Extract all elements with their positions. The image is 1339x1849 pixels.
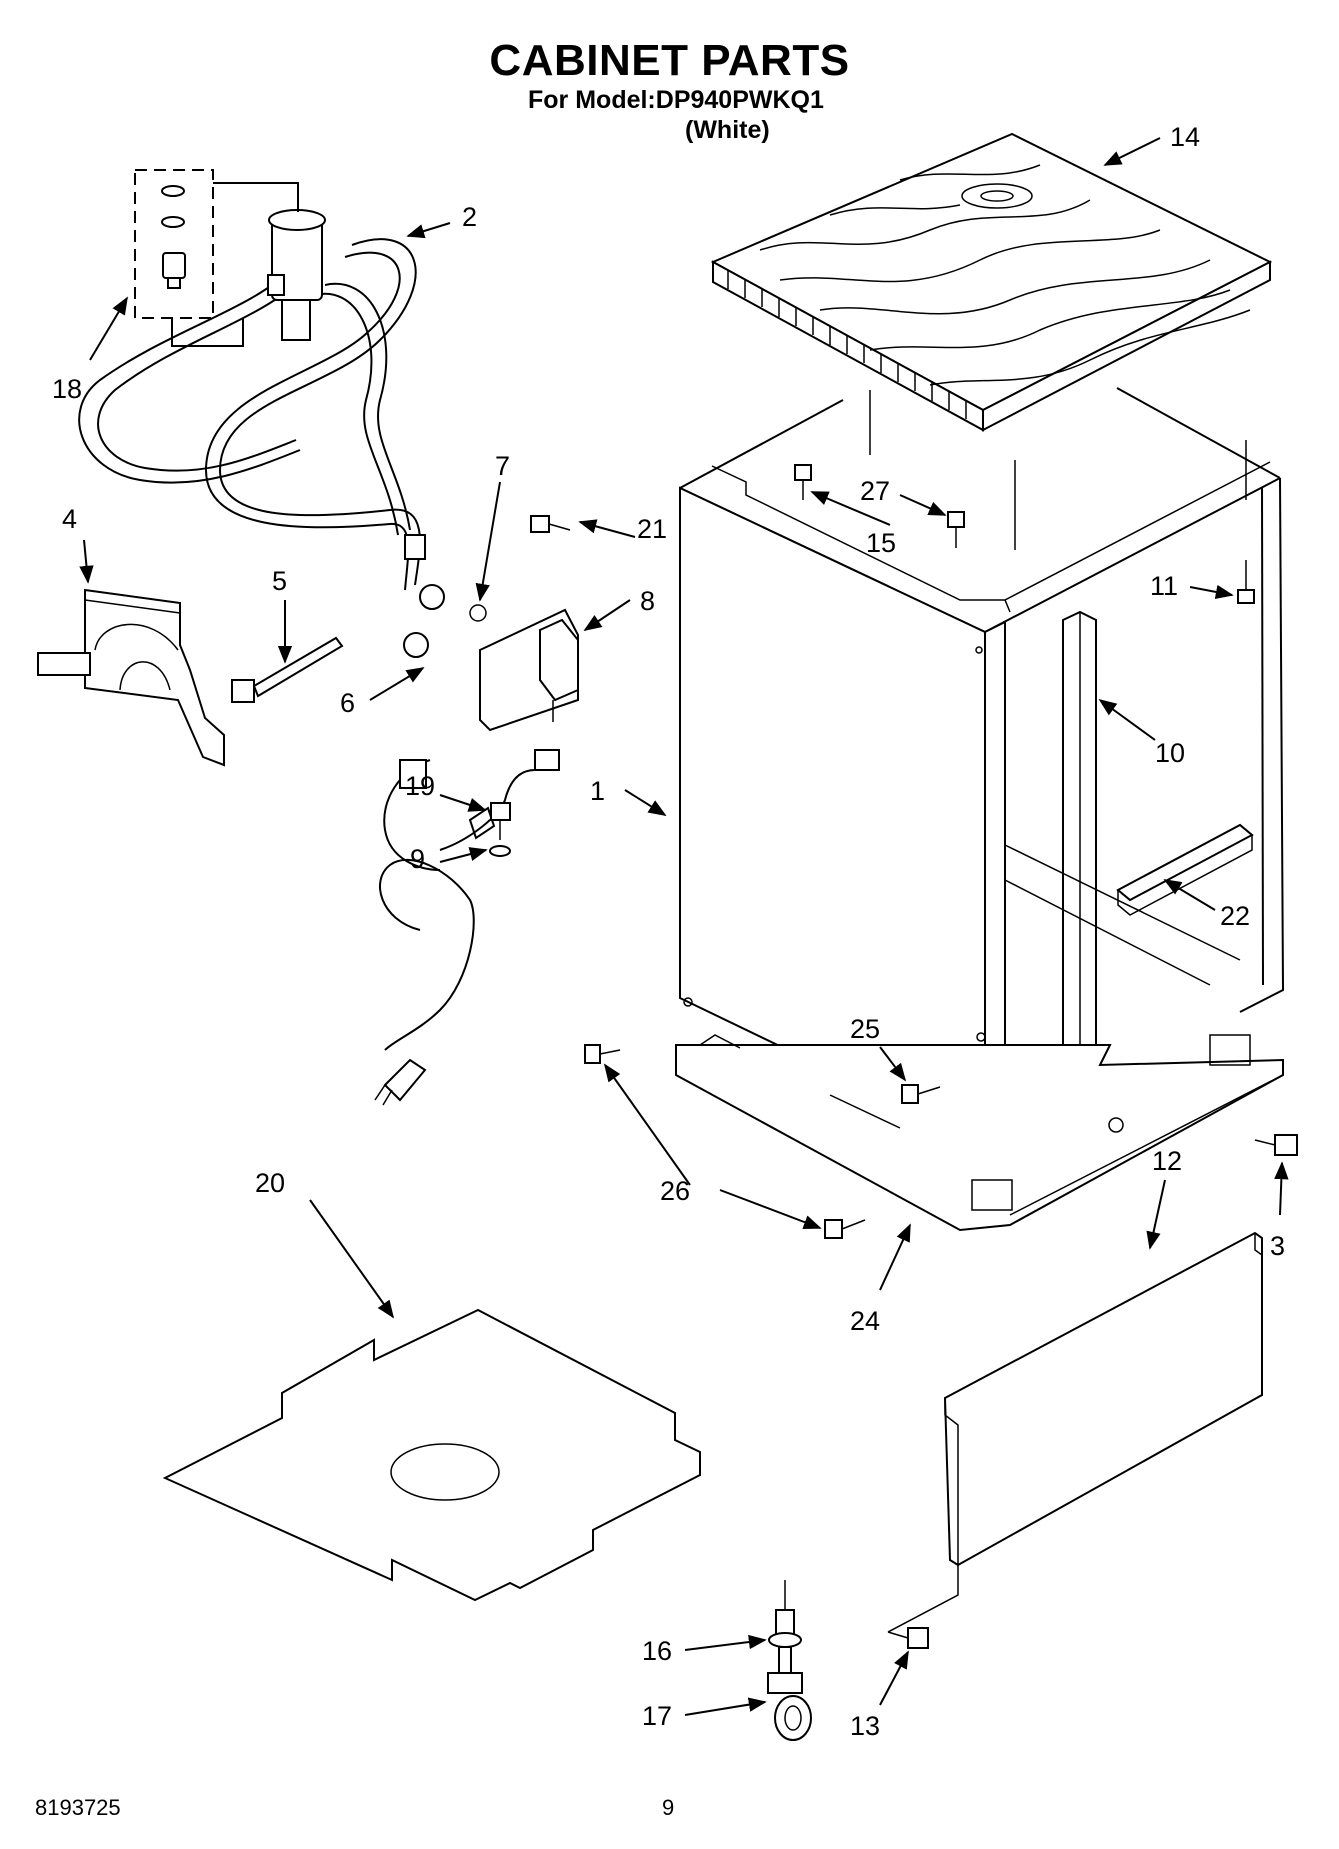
page-title: CABINET PARTS	[489, 36, 850, 85]
bracket-part	[37, 588, 225, 767]
callout-24: 24	[850, 1306, 880, 1336]
model-color: (White)	[685, 116, 770, 144]
connector-kit-part	[134, 169, 299, 347]
callout-1: 1	[590, 776, 605, 806]
callout-16: 16	[642, 1636, 672, 1666]
callout-labels: 1 2 3 4 5 6 7 8 9 10 11 12 13 14 15 16 1…	[52, 122, 1285, 1741]
tie-part	[231, 636, 344, 703]
document-number: 8193725	[35, 1795, 121, 1820]
callout-17: 17	[642, 1701, 672, 1731]
callout-11: 11	[1150, 571, 1178, 601]
callout-15: 15	[866, 528, 896, 558]
callout-3: 3	[1270, 1231, 1285, 1261]
leader-lines	[79, 137, 1289, 1716]
callout-25: 25	[850, 1014, 880, 1044]
callout-2: 2	[462, 202, 477, 232]
power-cord-part	[374, 749, 560, 1106]
callout-4: 4	[62, 504, 77, 534]
fill-hose-part	[78, 209, 445, 658]
base-part	[675, 1034, 1284, 1232]
callout-8: 8	[640, 586, 655, 616]
page-number: 9	[662, 1795, 675, 1820]
model-number: For Model:DP940PWKQ1	[528, 86, 824, 114]
callout-14: 14	[1170, 122, 1200, 152]
cabinet-frame-part	[679, 387, 1285, 1147]
caster-part	[767, 1580, 812, 1741]
callout-12: 12	[1152, 1146, 1182, 1176]
cover-part	[479, 608, 579, 732]
callout-19: 19	[405, 771, 435, 801]
callout-18: 18	[52, 374, 82, 404]
callout-26: 26	[660, 1176, 690, 1206]
callout-13: 13	[850, 1711, 880, 1741]
callout-21: 21	[637, 514, 667, 544]
callout-20: 20	[255, 1168, 285, 1198]
callout-6: 6	[340, 688, 355, 718]
callout-7: 7	[495, 451, 510, 481]
callout-22: 22	[1220, 901, 1250, 931]
callout-10: 10	[1155, 738, 1185, 768]
callout-9: 9	[410, 844, 425, 874]
callout-27: 27	[860, 476, 890, 506]
toe-panel-part	[943, 1231, 1263, 1567]
top-panel-part	[710, 132, 1273, 432]
fasteners	[469, 440, 1298, 1649]
callout-5: 5	[272, 566, 287, 596]
mat-part	[162, 1308, 701, 1602]
